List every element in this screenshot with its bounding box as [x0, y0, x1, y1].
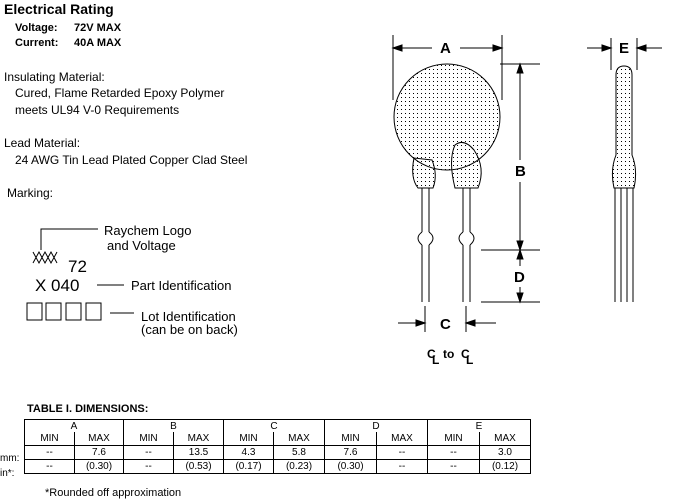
header-cell: MAX	[479, 432, 531, 446]
table-footnote: *Rounded off approximation	[45, 487, 182, 499]
lot-id-boxes	[26, 302, 102, 321]
lot-identification-note: (can be on back)	[141, 322, 238, 337]
table-cell: --	[427, 445, 480, 460]
row-label-mm: mm:	[0, 453, 20, 464]
header-cell: MIN	[324, 432, 377, 446]
insulating-material-label: Insulating Material:	[4, 70, 105, 84]
part-mark: X 040	[35, 276, 80, 295]
voltage-mark-label: and Voltage	[107, 238, 176, 253]
table-cell: (0.30)	[74, 459, 124, 474]
header-cell: MIN	[427, 432, 480, 446]
dimension-c	[398, 306, 496, 332]
header-cell: MAX	[173, 432, 224, 446]
front-view-body	[393, 63, 501, 189]
table-cell: --	[123, 445, 174, 460]
table-title: TABLE I. DIMENSIONS:	[27, 403, 149, 415]
dimension-b	[481, 62, 540, 252]
voltage-label: Voltage:	[15, 22, 58, 34]
table-cell: 4.3	[223, 445, 274, 460]
front-view-leads	[417, 188, 475, 302]
lead-material-line1: 24 AWG Tin Lead Plated Copper Clad Steel	[15, 153, 248, 167]
c-to-c-to: to	[443, 347, 454, 361]
dimension-a	[391, 35, 504, 100]
raychem-logo-label: Raychem Logo	[104, 223, 192, 238]
table-cell: (0.12)	[479, 459, 531, 474]
current-value: 40A MAX	[74, 37, 122, 49]
dimensions-table: A B C D E MIN MAX MIN MAX MIN MAX MIN MA…	[24, 419, 531, 474]
voltage-value: 72V MAX	[74, 22, 122, 34]
voltage-mark: 72	[68, 257, 87, 276]
table-cell: --	[376, 445, 428, 460]
insulating-material-line1: Cured, Flame Retarded Epoxy Polymer	[15, 86, 225, 100]
header-cell: MIN	[123, 432, 174, 446]
table-cell: --	[376, 459, 428, 474]
table-cell: 13.5	[173, 445, 224, 460]
table-group-header: A B C D E	[24, 419, 531, 432]
side-view	[611, 65, 637, 302]
table-cell: --	[24, 459, 75, 474]
dimension-c-label: C	[440, 316, 451, 333]
c-to-c-right-sub: L	[466, 353, 473, 367]
table-cell: (0.53)	[173, 459, 224, 474]
group-d: D	[324, 419, 428, 432]
group-e: E	[427, 419, 531, 432]
group-c: C	[223, 419, 325, 432]
dimension-d-label: D	[514, 269, 525, 286]
group-a: A	[24, 419, 124, 432]
lead-material-label: Lead Material:	[4, 136, 81, 150]
table-cell: (0.23)	[273, 459, 325, 474]
table-sub-header: MIN MAX MIN MAX MIN MAX MIN MAX MIN MAX	[24, 432, 531, 446]
header-cell: MIN	[223, 432, 274, 446]
c-to-c-left-sub: L	[432, 353, 439, 367]
lot-identification-label: Lot Identification	[141, 309, 236, 324]
table-row-mm: -- 7.6 -- 13.5 4.3 5.8 7.6 -- -- 3.0	[24, 445, 531, 460]
current-label: Current:	[15, 37, 59, 49]
table-cell: 5.8	[273, 445, 325, 460]
table-cell: --	[24, 445, 75, 460]
raychem-logo-icon	[32, 250, 58, 265]
header-cell: MAX	[376, 432, 428, 446]
table-cell: 7.6	[324, 445, 377, 460]
row-label-in: in*:	[0, 468, 15, 479]
table-cell: 3.0	[479, 445, 531, 460]
header-cell: MAX	[74, 432, 124, 446]
table-cell: (0.30)	[324, 459, 377, 474]
dimension-b-label: B	[515, 163, 526, 180]
dimension-e-label: E	[619, 40, 629, 57]
dimension-d	[481, 248, 540, 304]
table-cell: 7.6	[74, 445, 124, 460]
dimension-a-label: A	[440, 40, 451, 57]
electrical-rating-heading: Electrical Rating	[4, 1, 114, 17]
insulating-material-line2: meets UL94 V-0 Requirements	[15, 103, 180, 117]
marking-label: Marking:	[7, 186, 54, 200]
table-cell: --	[427, 459, 480, 474]
dimension-e	[587, 38, 662, 70]
table-row-in: -- (0.30) -- (0.53) (0.17) (0.23) (0.30)…	[24, 459, 531, 474]
part-identification-label: Part Identification	[131, 278, 232, 293]
c-to-c-left: C	[427, 347, 436, 361]
c-to-c-right: C	[461, 347, 470, 361]
table-cell: (0.17)	[223, 459, 274, 474]
header-cell: MAX	[273, 432, 325, 446]
group-b: B	[123, 419, 224, 432]
header-cell: MIN	[24, 432, 75, 446]
table-cell: --	[123, 459, 174, 474]
